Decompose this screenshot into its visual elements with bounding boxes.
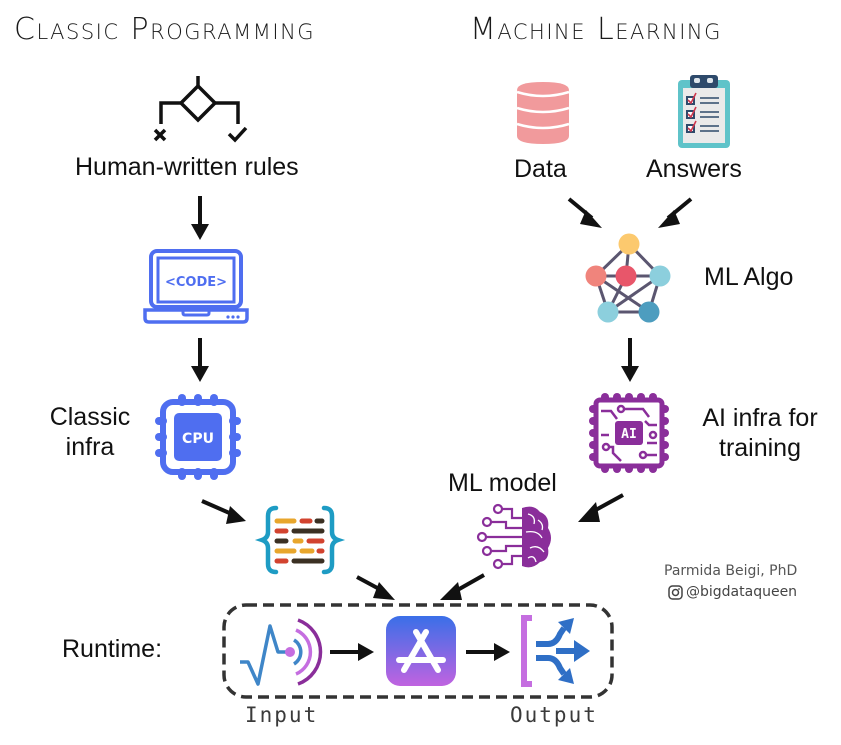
neural-network-icon <box>585 233 671 323</box>
network-node <box>597 301 619 323</box>
input-label: Input <box>245 703 319 727</box>
ai-infra-line1: AI infra for <box>702 404 818 432</box>
ai-text: AI <box>621 427 637 442</box>
arrow-right-icon <box>330 643 374 661</box>
ml-algo-label: ML Algo <box>704 263 794 291</box>
classic-infra-label: Classic infra <box>42 402 138 462</box>
signal-input-icon <box>240 618 323 686</box>
network-node <box>638 301 660 323</box>
arrow-down-icon <box>191 196 209 240</box>
runtime-label: Runtime: <box>62 635 163 663</box>
arrow-right-icon <box>466 643 510 661</box>
runtime-container <box>222 603 614 699</box>
clipboard-checklist-icon <box>678 75 730 148</box>
app-store-icon <box>386 616 456 686</box>
ai-infra-label: AI infra for training <box>690 403 830 463</box>
output-label: Output <box>510 703 598 727</box>
network-node <box>615 265 637 287</box>
machine-learning-title: Machine Learning <box>470 12 722 47</box>
human-written-rules-label: Human-written rules <box>75 153 299 181</box>
network-node <box>585 265 607 287</box>
arrow-down-icon <box>621 338 639 382</box>
check-mark-icon <box>227 126 248 143</box>
decision-flowchart-icon <box>153 76 248 143</box>
code-text: <CODE> <box>165 275 227 290</box>
network-node <box>618 233 640 255</box>
arrow-down-icon <box>191 338 209 382</box>
author-handle-text: @bigdataqueen <box>686 584 798 600</box>
ml-model-label: ML model <box>448 469 557 497</box>
network-node <box>649 265 671 287</box>
ai-infra-line2: training <box>719 434 801 462</box>
code-braces-icon <box>254 505 346 575</box>
author-handle: @bigdataqueen <box>668 584 797 600</box>
arrow-diagonal-icon <box>356 575 395 600</box>
data-label: Data <box>514 155 567 183</box>
classic-programming-title: Classic Programming <box>14 12 316 47</box>
instagram-icon <box>668 584 683 600</box>
cpu-chip-icon: CPU <box>155 394 241 480</box>
classic-infra-line1: Classic <box>49 403 131 431</box>
brain-circuit-icon <box>476 503 551 570</box>
laptop-code-icon: <CODE> <box>143 249 249 324</box>
answers-label: Answers <box>646 155 742 183</box>
output-split-icon <box>521 615 590 687</box>
ai-chip-icon: AI <box>589 393 669 473</box>
x-mark-icon <box>153 128 167 142</box>
author-name: Parmida Beigi, PhD <box>664 563 798 579</box>
database-icon <box>516 82 570 144</box>
arrow-diagonal-icon <box>578 493 624 522</box>
arrow-diagonal-icon <box>440 573 485 600</box>
arrow-diagonal-icon <box>567 197 602 228</box>
cpu-text: CPU <box>182 431 214 447</box>
arrow-diagonal-icon <box>201 499 246 524</box>
classic-infra-line2: infra <box>65 433 115 461</box>
arrow-diagonal-icon <box>658 197 693 228</box>
